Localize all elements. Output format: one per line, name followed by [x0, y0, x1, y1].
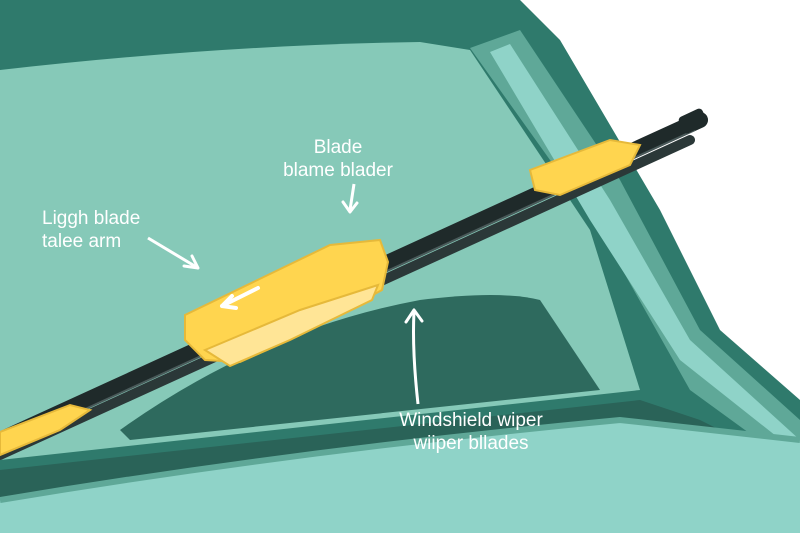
hood [0, 420, 800, 533]
callout-arrow-blade [348, 183, 356, 211]
connector-lower [202, 283, 380, 368]
callout-arrowhead-arm [182, 254, 200, 270]
callout-wiper-line1: Windshield wiper [399, 410, 543, 431]
hood-edge [0, 416, 800, 503]
clip-right [528, 138, 642, 197]
callout-wiper-line2: wiiper bllades [413, 433, 529, 454]
a-pillar-highlight [490, 44, 800, 455]
dashboard-shadow [120, 295, 600, 440]
callout-arrow-arm [147, 236, 199, 270]
callout-blade-line2: blame blader [283, 160, 393, 181]
connector-arrow-icon [220, 286, 260, 310]
clip-left [0, 403, 93, 457]
callout-arrowhead-wiper [404, 308, 424, 324]
callout-label-blade: Blade blame blader [278, 136, 398, 182]
callout-label-arm: Liggh blade talee arm [42, 207, 140, 253]
callout-arm-line2: talee arm [42, 231, 122, 252]
callout-arrow-wiper [412, 311, 420, 405]
arm-tip [678, 108, 708, 134]
callout-arm-line1: Liggh blade [42, 208, 141, 229]
callout-label-wiper: Windshield wiper wiiper bllades [386, 409, 556, 455]
callout-blade-line1: Blade [313, 137, 363, 158]
callout-arrowhead-blade [341, 200, 359, 214]
